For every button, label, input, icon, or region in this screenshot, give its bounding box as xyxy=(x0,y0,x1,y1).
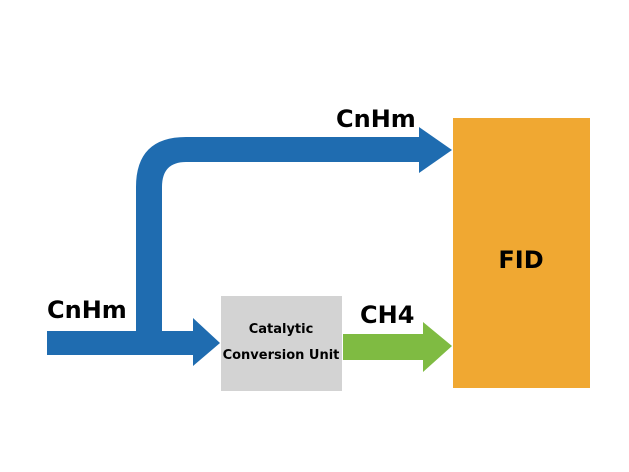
product-label: CH4 xyxy=(360,301,414,329)
fid-detector xyxy=(453,118,590,388)
methane-flow-arrow xyxy=(343,322,452,372)
bypass-flow-arrow xyxy=(136,127,452,342)
inlet-label: CnHm xyxy=(47,296,127,324)
converter-label-line2: Conversion Unit xyxy=(223,348,340,363)
detector-label: FID xyxy=(498,246,543,274)
inlet-flow-arrow xyxy=(47,318,220,366)
converter-label-line1: Catalytic xyxy=(249,322,314,337)
bypass-label: CnHm xyxy=(336,105,416,133)
catalytic-conversion-unit xyxy=(221,296,342,391)
